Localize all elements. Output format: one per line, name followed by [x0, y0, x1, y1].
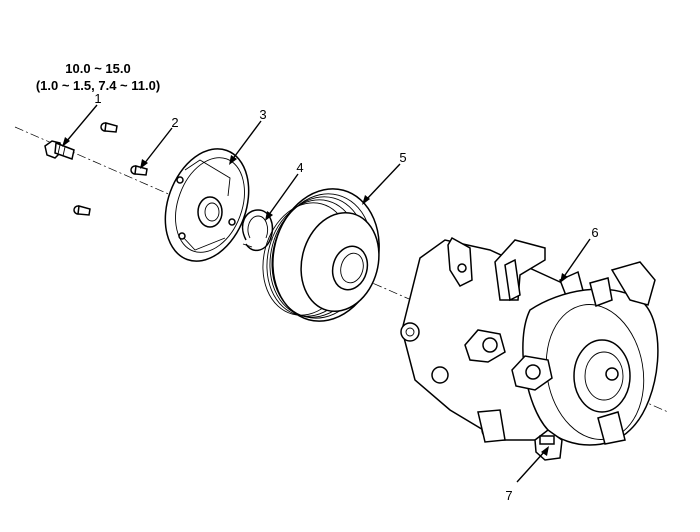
- callout-label-1: 1: [94, 91, 101, 106]
- pulley-part-5: [262, 188, 380, 322]
- callout-1: 1: [62, 91, 102, 147]
- bolt-small-bottom: [73, 205, 91, 216]
- bolt-part-2: [130, 165, 148, 176]
- snap-ring-part-4: [241, 209, 274, 252]
- callout-5: 5: [362, 150, 407, 205]
- disc-hub-part-3: [164, 148, 250, 262]
- callout-label-4: 4: [296, 160, 303, 175]
- callout-label-6: 6: [591, 225, 598, 240]
- bolt-part-1: [44, 140, 75, 160]
- torque-spec-alt: (1.0 ~ 1.5, 7.4 ~ 11.0): [36, 78, 160, 93]
- callout-label-3: 3: [259, 107, 266, 122]
- callout-7: 7: [505, 446, 549, 503]
- torque-spec-nm: 10.0 ~ 15.0: [65, 61, 130, 76]
- callout-3: 3: [229, 107, 267, 165]
- callout-label-2: 2: [171, 115, 178, 130]
- callout-2: 2: [140, 115, 179, 169]
- callout-label-5: 5: [399, 150, 406, 165]
- compressor-part-6: [400, 236, 659, 446]
- bolt-small-top: [100, 122, 118, 133]
- callout-6: 6: [560, 225, 599, 283]
- callout-label-7: 7: [505, 488, 512, 503]
- callout-4: 4: [265, 160, 304, 221]
